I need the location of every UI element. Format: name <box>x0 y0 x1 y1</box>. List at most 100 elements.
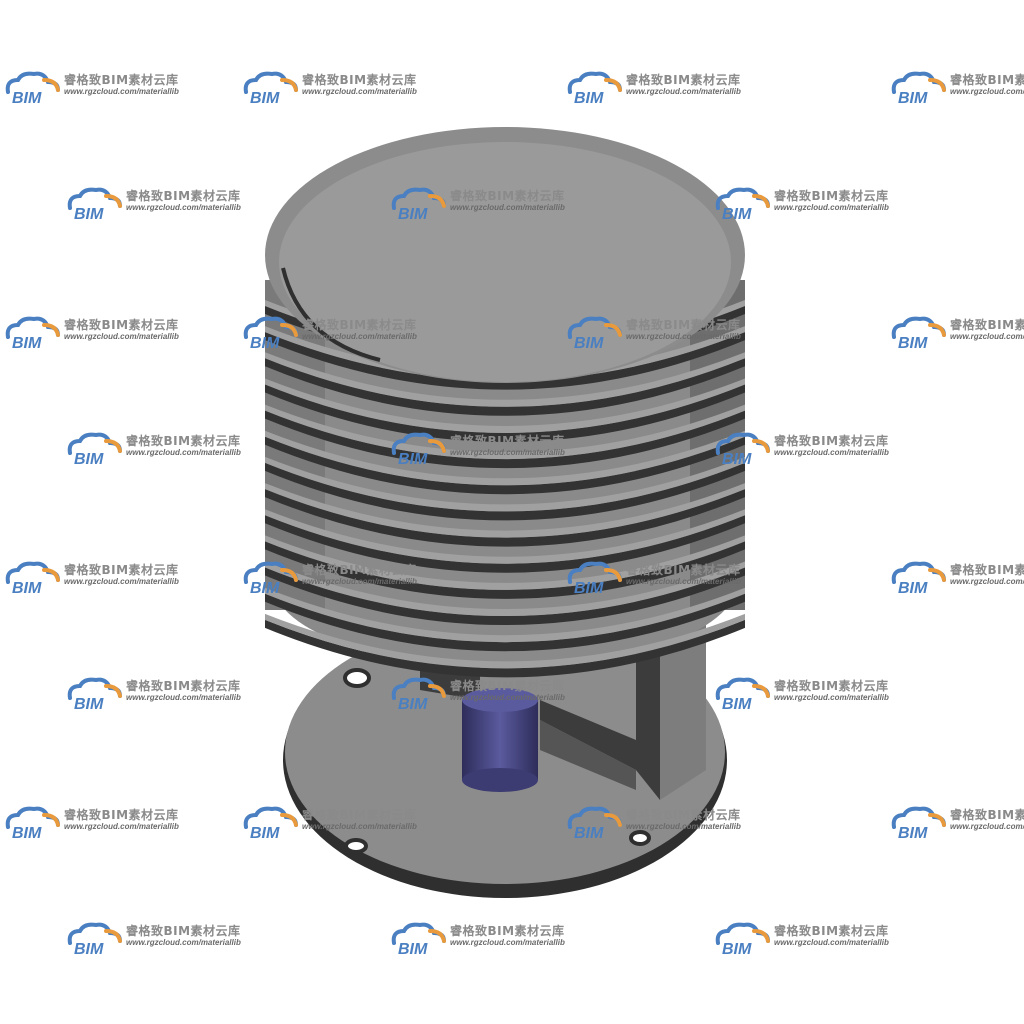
bim-watermark: BIM 睿格致BIM素材云库 www.rgzcloud.com/material… <box>238 315 438 351</box>
watermark-title: 睿格致BIM素材云库 <box>450 189 565 203</box>
fin-edge <box>265 535 745 590</box>
fin-edge <box>265 613 745 669</box>
bim-logo-text: BIM <box>250 580 280 596</box>
watermark-title: 睿格致BIM素材云库 <box>774 924 889 938</box>
watermark-url: www.rgzcloud.com/materiallib <box>126 938 241 947</box>
bim-watermark: BIM 睿格致BIM素材云库 www.rgzcloud.com/material… <box>710 431 910 467</box>
bim-logo-text: BIM <box>398 696 428 712</box>
watermark-title: 睿格致BIM素材云库 <box>126 924 241 938</box>
bim-watermark: BIM 睿格致BIM素材云库 www.rgzcloud.com/material… <box>0 805 200 841</box>
bim-cloud-logo-icon: BIM <box>715 187 770 222</box>
bim-watermark: BIM 睿格致BIM素材云库 www.rgzcloud.com/material… <box>238 805 438 841</box>
fin-edge <box>265 561 745 617</box>
bim-logo-text: BIM <box>898 580 928 596</box>
bim-watermark: BIM 睿格致BIM素材云库 www.rgzcloud.com/material… <box>62 186 262 222</box>
watermark-title: 睿格致BIM素材云库 <box>774 679 889 693</box>
bim-logo-text: BIM <box>898 335 928 351</box>
bim-watermark: BIM 睿格致BIM素材云库 www.rgzcloud.com/material… <box>238 70 438 106</box>
bim-logo-text: BIM <box>898 90 928 106</box>
bim-logo-text: BIM <box>12 580 42 596</box>
bim-cloud-logo-icon: BIM <box>391 432 446 467</box>
bim-cloud-logo-icon: BIM <box>243 561 298 596</box>
watermark-url: www.rgzcloud.com/materiallib <box>126 203 241 212</box>
watermark-title: 睿格致BIM素材云库 <box>774 434 889 448</box>
watermark-title: 睿格致BIM素材云库 <box>950 563 1024 577</box>
blue-pin <box>462 688 538 792</box>
bim-logo-text: BIM <box>74 941 104 957</box>
fin-edge <box>265 587 745 643</box>
bim-watermark: BIM 睿格致BIM素材云库 www.rgzcloud.com/material… <box>62 676 262 712</box>
fin-edge <box>265 378 745 433</box>
bim-logo-text: BIM <box>398 451 428 467</box>
fin-shadow <box>265 410 745 469</box>
watermark-title: 睿格致BIM素材云库 <box>450 924 565 938</box>
watermark-url: www.rgzcloud.com/materiallib <box>626 577 741 586</box>
fin-edge <box>265 456 745 512</box>
watermark-title: 睿格致BIM素材云库 <box>626 563 741 577</box>
bim-watermark: BIM 睿格致BIM素材云库 www.rgzcloud.com/material… <box>62 431 262 467</box>
fin-shadow <box>265 436 745 495</box>
fin-shadow <box>265 593 745 652</box>
bim-logo-text: BIM <box>722 451 752 467</box>
bim-logo-text: BIM <box>574 335 604 351</box>
watermark-url: www.rgzcloud.com/materiallib <box>302 577 417 586</box>
bim-watermark: BIM 睿格致BIM素材云库 www.rgzcloud.com/material… <box>0 560 200 596</box>
bim-logo-text: BIM <box>250 90 280 106</box>
watermark-url: www.rgzcloud.com/materiallib <box>626 87 741 96</box>
watermark-url: www.rgzcloud.com/materiallib <box>64 822 179 831</box>
watermark-title: 睿格致BIM素材云库 <box>450 434 565 448</box>
watermark-url: www.rgzcloud.com/materiallib <box>950 822 1024 831</box>
watermark-url: www.rgzcloud.com/materiallib <box>450 448 565 457</box>
watermark-title: 睿格致BIM素材云库 <box>774 189 889 203</box>
bim-logo-text: BIM <box>74 451 104 467</box>
bim-cloud-logo-icon: BIM <box>567 71 622 106</box>
fin-shadow <box>265 358 745 416</box>
watermark-url: www.rgzcloud.com/materiallib <box>64 332 179 341</box>
watermark-title: 睿格致BIM素材云库 <box>950 808 1024 822</box>
bim-cloud-logo-icon: BIM <box>715 922 770 957</box>
watermark-title: 睿格致BIM素材云库 <box>302 73 417 87</box>
bim-logo-text: BIM <box>74 206 104 222</box>
mounting-hole <box>344 838 368 854</box>
bim-logo-text: BIM <box>398 206 428 222</box>
bim-cloud-logo-icon: BIM <box>5 71 60 106</box>
bim-watermark: BIM 睿格致BIM素材云库 www.rgzcloud.com/material… <box>886 70 1024 106</box>
bim-watermark: BIM 睿格致BIM素材云库 www.rgzcloud.com/material… <box>238 560 438 596</box>
watermark-url: www.rgzcloud.com/materiallib <box>950 577 1024 586</box>
bim-cloud-logo-icon: BIM <box>715 677 770 712</box>
bim-watermark: BIM 睿格致BIM素材云库 www.rgzcloud.com/material… <box>386 186 586 222</box>
bim-watermark: BIM 睿格致BIM素材云库 www.rgzcloud.com/material… <box>0 70 200 106</box>
bim-cloud-logo-icon: BIM <box>567 316 622 351</box>
watermark-url: www.rgzcloud.com/materiallib <box>64 87 179 96</box>
bim-cloud-logo-icon: BIM <box>391 677 446 712</box>
bim-watermark: BIM 睿格致BIM素材云库 www.rgzcloud.com/material… <box>886 560 1024 596</box>
watermark-title: 睿格致BIM素材云库 <box>64 563 179 577</box>
bim-logo-text: BIM <box>12 90 42 106</box>
bim-cloud-logo-icon: BIM <box>243 806 298 841</box>
watermark-title: 睿格致BIM素材云库 <box>64 318 179 332</box>
fin-edge <box>265 430 745 486</box>
watermark-url: www.rgzcloud.com/materiallib <box>950 332 1024 341</box>
fin-edge <box>265 509 745 564</box>
fin-shadow <box>265 567 745 626</box>
bim-cloud-logo-icon: BIM <box>67 187 122 222</box>
bim-watermark: BIM 睿格致BIM素材云库 www.rgzcloud.com/material… <box>62 921 262 957</box>
watermark-title: 睿格致BIM素材云库 <box>302 563 417 577</box>
bim-cloud-logo-icon: BIM <box>5 806 60 841</box>
bim-watermark: BIM 睿格致BIM素材云库 www.rgzcloud.com/material… <box>0 315 200 351</box>
bim-cloud-logo-icon: BIM <box>5 561 60 596</box>
watermark-title: 睿格致BIM素材云库 <box>126 679 241 693</box>
watermark-url: www.rgzcloud.com/materiallib <box>302 822 417 831</box>
watermark-title: 睿格致BIM素材云库 <box>126 189 241 203</box>
bim-watermark: BIM 睿格致BIM素材云库 www.rgzcloud.com/material… <box>562 70 762 106</box>
bim-watermark: BIM 睿格致BIM素材云库 www.rgzcloud.com/material… <box>886 805 1024 841</box>
bim-logo-text: BIM <box>722 696 752 712</box>
bim-cloud-logo-icon: BIM <box>891 316 946 351</box>
watermark-url: www.rgzcloud.com/materiallib <box>450 203 565 212</box>
mounting-hole <box>629 830 651 846</box>
bim-logo-text: BIM <box>574 825 604 841</box>
watermark-url: www.rgzcloud.com/materiallib <box>626 332 741 341</box>
bim-cloud-logo-icon: BIM <box>891 561 946 596</box>
bim-logo-text: BIM <box>722 206 752 222</box>
